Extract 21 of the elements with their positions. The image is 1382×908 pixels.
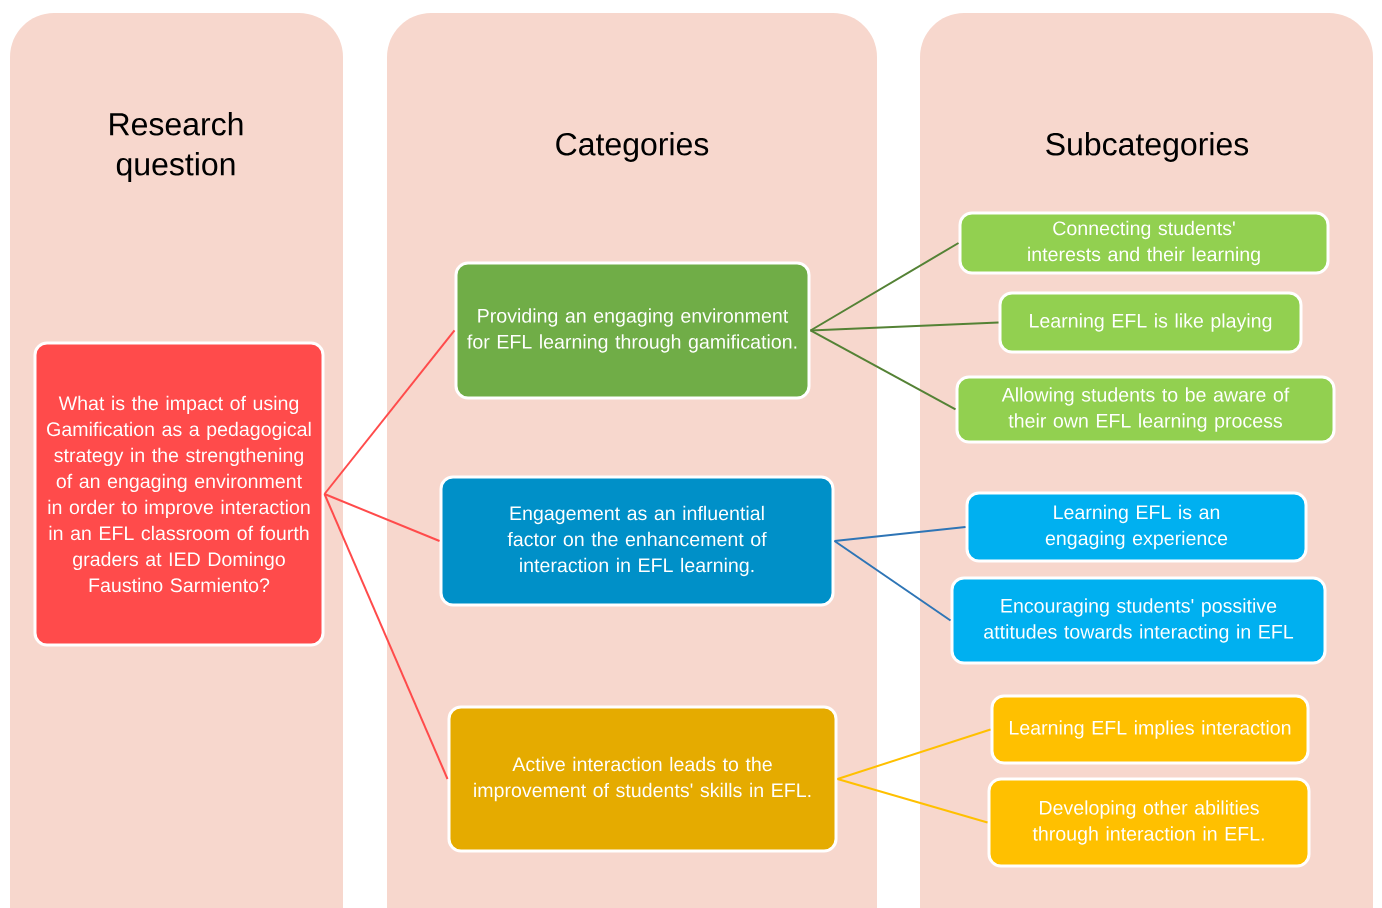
connector-line	[809, 242, 960, 332]
connector-line	[833, 540, 952, 622]
subcategory-box: Developing other abilities through interaction in EFL.	[987, 777, 1311, 868]
connector-line	[809, 321, 1000, 332]
subcategory-box: Learning EFL is like playing	[998, 291, 1303, 354]
subcategory-box: Allowing students to be aware of their own EFL learning process	[955, 375, 1336, 444]
connector-line	[836, 778, 989, 824]
connector-line	[323, 493, 449, 780]
subcategory-box: Connecting students' interests and their learning	[958, 211, 1330, 275]
question-box: What is the impact of using Gamification as a pedagogical strategy in the strengthening of an engaging environment in order to improve interaction in an EFL classroom of fourth graders at IED Domingo Faustino Sarmiento?	[33, 341, 325, 647]
connector-line	[809, 329, 957, 411]
category-box: Engagement as an influential factor on the enhancement of interaction in EFL learning.	[439, 475, 835, 607]
category-box: Providing an engaging environment for EFL learning through gamification.	[454, 261, 811, 400]
connector-line	[323, 329, 456, 495]
connector-line	[836, 728, 992, 780]
subcategory-box: Encouraging students' possitive attitudes towards interacting in EFL	[950, 576, 1327, 665]
subcategory-box: Learning EFL implies interaction	[990, 694, 1310, 765]
category-box: Active interaction leads to the improvement of students' skills in EFL.	[447, 705, 838, 853]
connector-line	[323, 493, 441, 542]
connector-line	[833, 526, 967, 542]
subcategory-box: Learning EFL is an engaging experience	[965, 491, 1308, 563]
